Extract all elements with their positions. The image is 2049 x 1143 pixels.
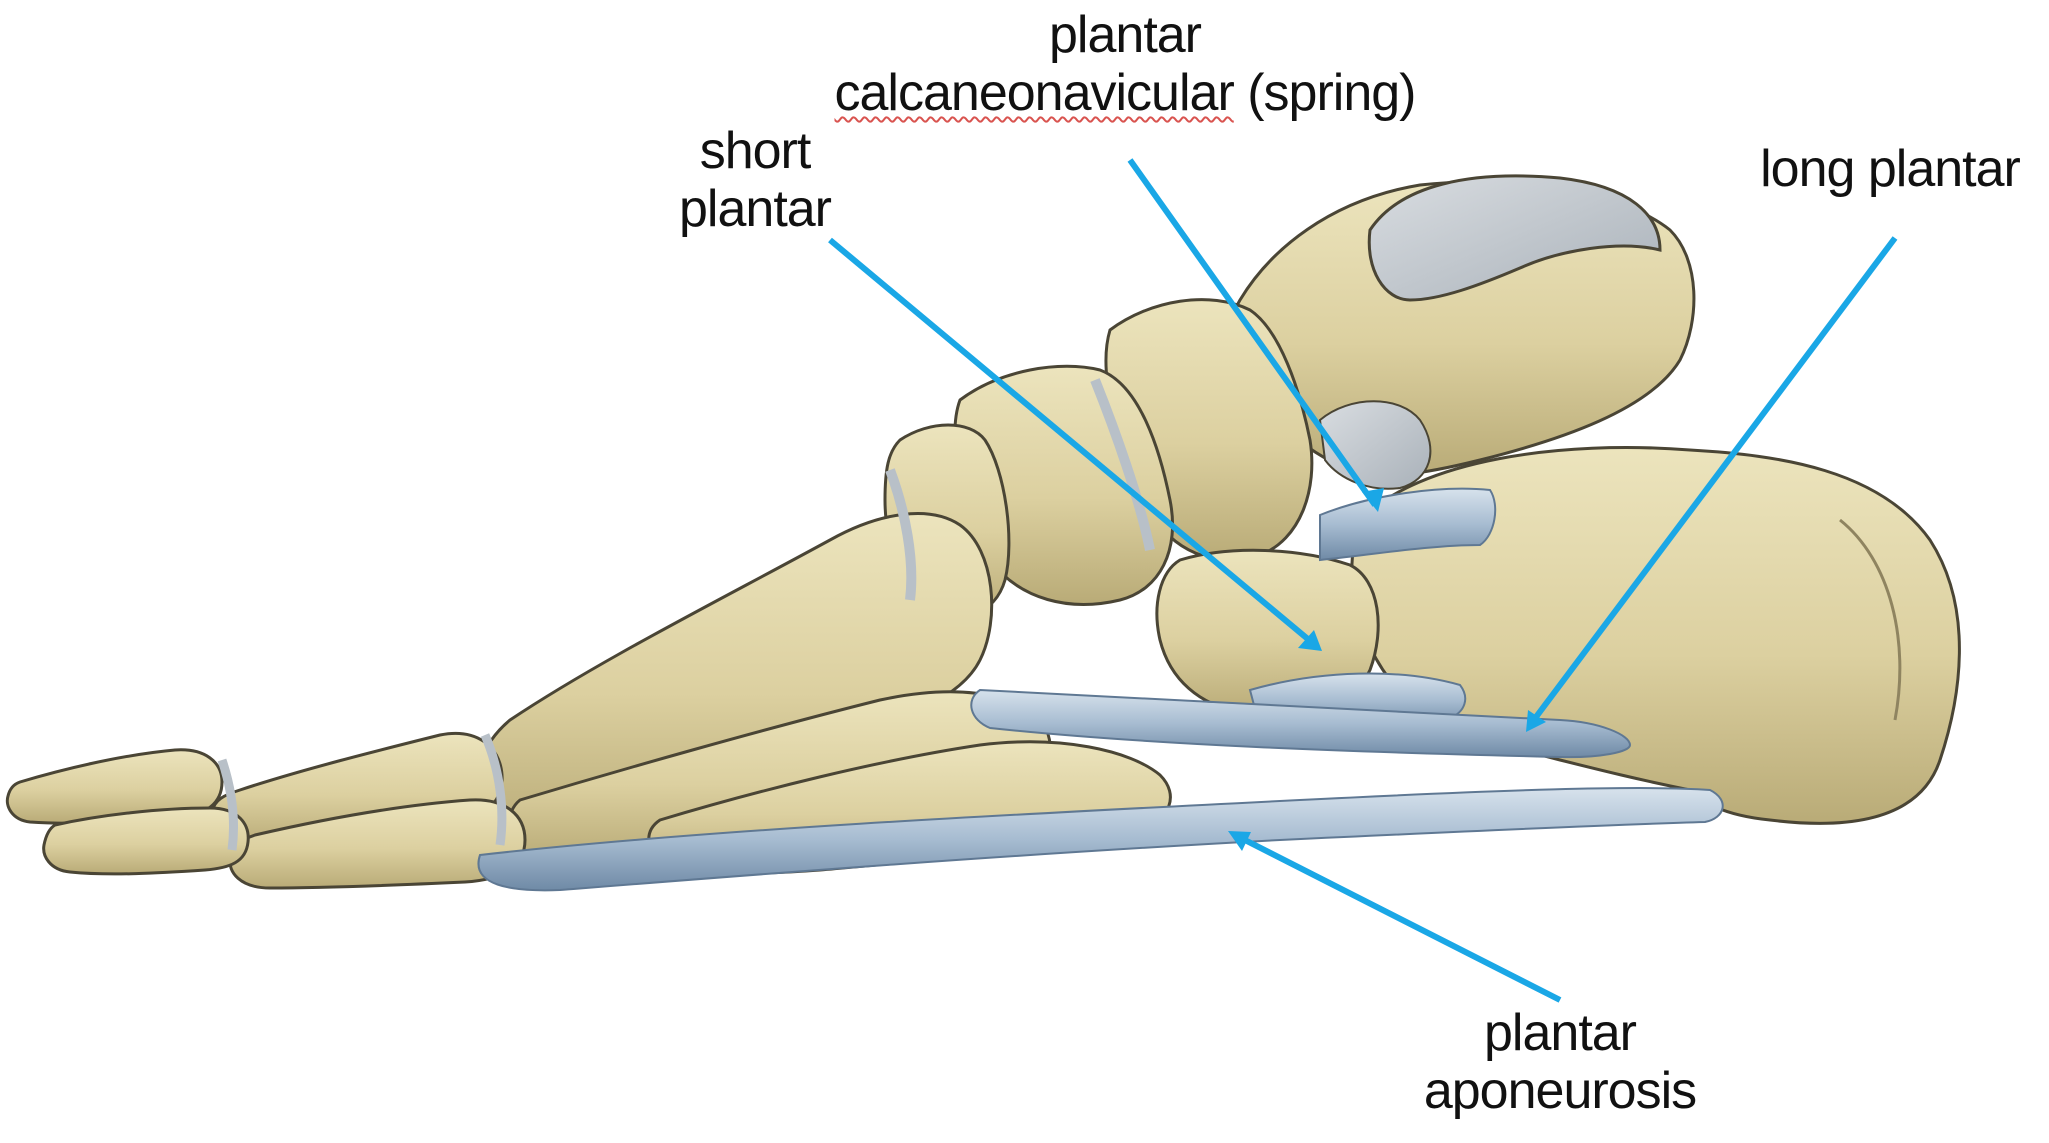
pointer-lines xyxy=(828,158,1898,1003)
talus-cartilage xyxy=(1367,174,1662,302)
short-plantar-pointer-arrowhead xyxy=(1298,630,1322,651)
short-plantar-label-line-2: plantar xyxy=(679,180,832,238)
long-plantar-pointer-arrowhead xyxy=(1526,710,1546,732)
spring-pointer-arrowhead xyxy=(1362,488,1384,512)
aponeurosis-pointer-line xyxy=(1233,832,1562,1003)
short-plantar-label: short plantar xyxy=(640,122,870,238)
proximal-phalanx-bone-2 xyxy=(228,798,527,890)
spring-label-line-1: plantar xyxy=(1049,6,1202,64)
spring-pointer-line xyxy=(1127,158,1378,507)
long-plantar-pointer-line xyxy=(1527,236,1898,727)
spring-label-line-2: calcaneonavicular (spring) xyxy=(830,64,1420,122)
long-plantar-ligament xyxy=(970,688,1632,759)
short-plantar-pointer-line xyxy=(828,237,1317,648)
aponeurosis-label-line-1: plantar xyxy=(1484,1004,1637,1062)
spring-cartilage xyxy=(1318,400,1432,490)
short-plantar-label-line-1: short xyxy=(699,122,812,180)
aponeurosis-label-line-2: aponeurosis xyxy=(1423,1062,1697,1120)
spring-label-underlined-word: calcaneonavicular xyxy=(834,64,1235,122)
joint-cartilage xyxy=(885,468,917,601)
distal-phalanx-bone-2 xyxy=(42,806,250,876)
toe-joint-cartilage xyxy=(217,758,238,851)
long-plantar-label: long plantar xyxy=(1740,140,2040,198)
spring-ligament xyxy=(1319,487,1497,562)
aponeurosis-pointer-arrowhead xyxy=(1228,831,1251,851)
spring-ligament-label: plantar calcaneonavicular (spring) xyxy=(830,6,1420,122)
spring-label-suffix: (spring) xyxy=(1233,64,1416,122)
plantar-aponeurosis-label: plantar aponeurosis xyxy=(1400,1004,1720,1120)
long-plantar-label-line-1: long plantar xyxy=(1760,140,2021,198)
plantar-aponeurosis-ligament xyxy=(477,787,1724,892)
